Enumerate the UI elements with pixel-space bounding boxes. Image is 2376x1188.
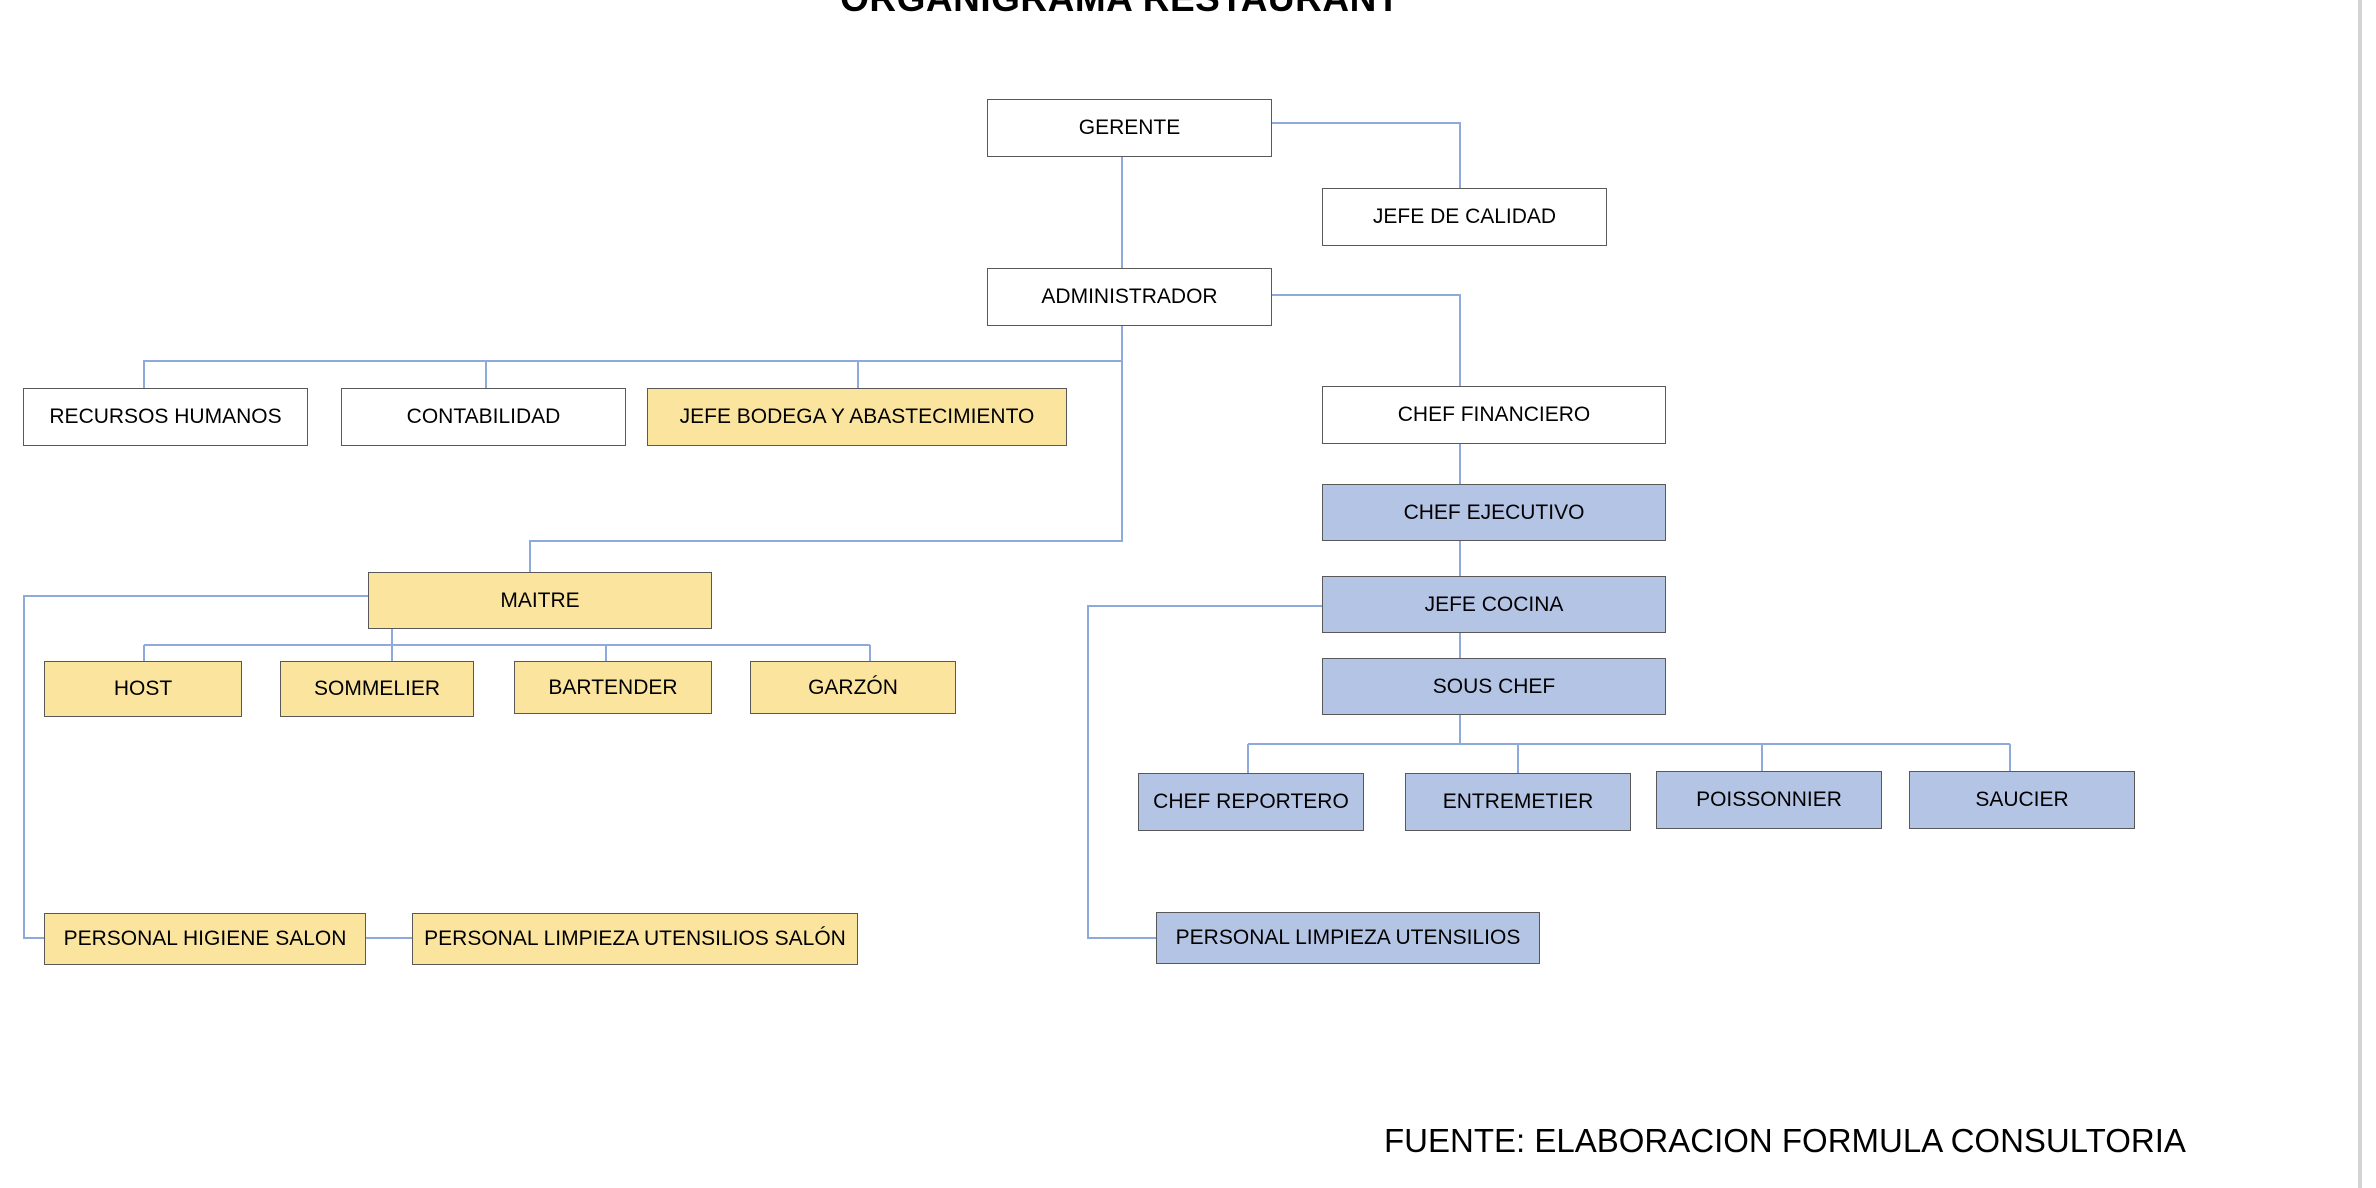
source-note: FUENTE: ELABORACION FORMULA CONSULTORIA (1384, 1122, 2186, 1159)
connector-sous-team (1247, 715, 2011, 773)
node-recursos-humanos: RECURSOS HUMANOS (23, 388, 308, 446)
node-administrador: ADMINISTRADOR (987, 268, 1272, 326)
node-chef-ejecutivo: CHEF EJECUTIVO (1322, 484, 1666, 541)
connector-gerente-calidad (1272, 122, 1461, 188)
node-poissonnier: POISSONNIER (1656, 771, 1882, 829)
connector-admin-staff (143, 360, 1122, 388)
node-personal-limpieza-utensilios: PERSONAL LIMPIEZA UTENSILIOS (1156, 912, 1540, 964)
node-garzon: GARZÓN (750, 661, 956, 714)
chart-title: ORGANIGRAMA RESTAURANT (720, 0, 1520, 20)
node-contabilidad: CONTABILIDAD (341, 388, 626, 446)
node-sommelier: SOMMELIER (280, 661, 474, 717)
page-edge-divider (2358, 0, 2362, 1188)
node-jefe-cocina: JEFE COCINA (1322, 576, 1666, 633)
node-jefe-calidad: JEFE DE CALIDAD (1322, 188, 1607, 246)
node-sous-chef: SOUS CHEF (1322, 658, 1666, 715)
node-host: HOST (44, 661, 242, 717)
connector-cocina-limpieza (1087, 605, 1322, 939)
connector-admin-financiero (1272, 294, 1461, 386)
connector-maitre-staff (143, 629, 871, 661)
node-entremetier: ENTREMETIER (1405, 773, 1631, 831)
node-personal-higiene-salon: PERSONAL HIGIENE SALON (44, 913, 366, 965)
node-saucier: SAUCIER (1909, 771, 2135, 829)
connector-maitre-higiene (23, 595, 412, 939)
node-personal-limpieza-utensilios-salon: PERSONAL LIMPIEZA UTENSILIOS SALÓN (412, 913, 858, 965)
connector-admin-trunk (529, 326, 1123, 572)
node-maitre: MAITRE (368, 572, 712, 629)
node-gerente: GERENTE (987, 99, 1272, 157)
node-chef-financiero: CHEF FINANCIERO (1322, 386, 1666, 444)
node-bartender: BARTENDER (514, 661, 712, 714)
node-jefe-bodega: JEFE BODEGA Y ABASTECIMIENTO (647, 388, 1067, 446)
node-chef-reportero: CHEF REPORTERO (1138, 773, 1364, 831)
